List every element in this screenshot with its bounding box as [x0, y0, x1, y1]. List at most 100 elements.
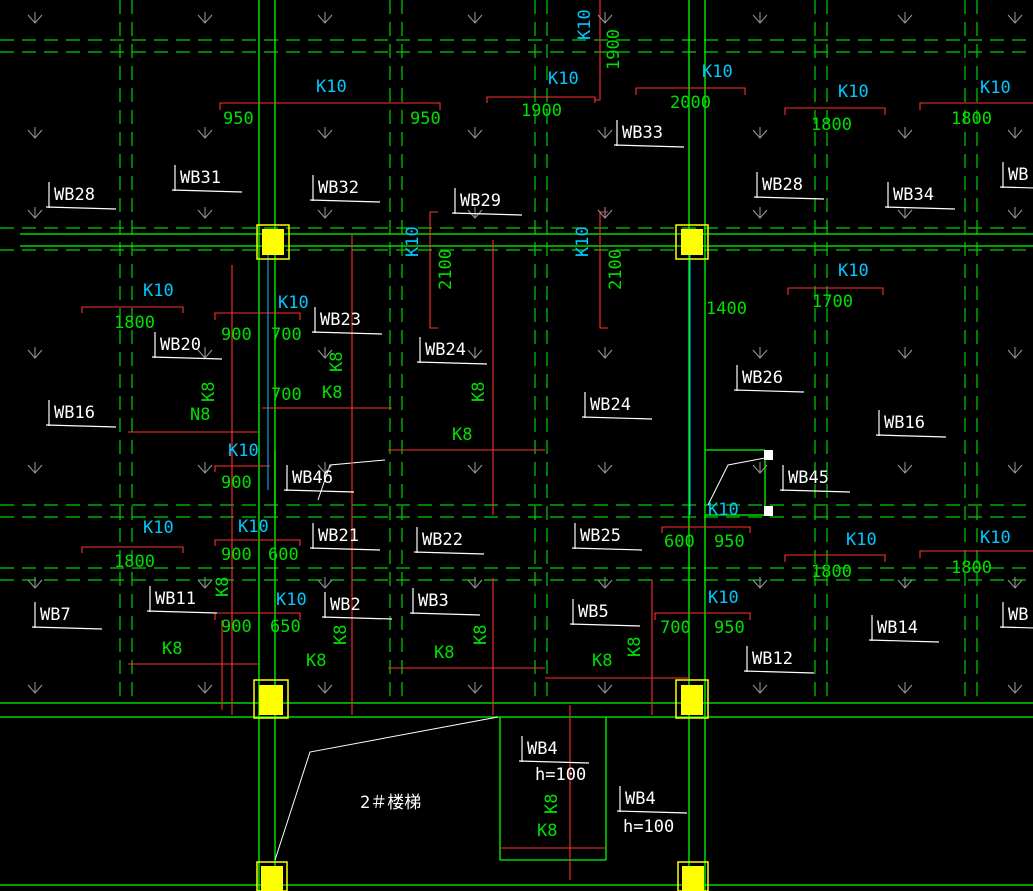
slab-label-mark: [45, 206, 117, 210]
slab-label: WB16: [884, 413, 925, 433]
rebar-label: K10: [238, 517, 269, 537]
rebar-label: K10: [702, 62, 733, 82]
slab-label-mark: [309, 547, 381, 551]
slab-label-mark: [875, 434, 947, 438]
dimension-value: 650: [270, 617, 301, 637]
rebar-label: K8: [592, 651, 612, 671]
slab-label: WB34: [893, 185, 934, 205]
stair-outline: [274, 457, 766, 861]
slab-thickness: h=100: [535, 765, 586, 785]
slab-label-mark: [779, 489, 851, 493]
arrow-marks: [27, 12, 1023, 694]
rebar-label: K10: [573, 226, 593, 257]
rebar-label: K10: [575, 9, 595, 40]
rebar-label: K8: [452, 425, 472, 445]
column: [681, 229, 703, 255]
slab-label-mark: [311, 331, 383, 335]
rebar-label: K10: [980, 78, 1011, 98]
slab-label-mark: [743, 670, 815, 674]
dimension-value: 1800: [114, 313, 155, 333]
slab-label-mark: [146, 610, 218, 614]
rebar-label: K10: [708, 588, 739, 608]
slab-label: WB26: [742, 368, 783, 388]
slab-label: WB21: [318, 526, 359, 546]
slab-label: WB20: [160, 335, 201, 355]
dimension-value: 950: [223, 109, 254, 129]
rebar-bottom-labels: K8 K8 K8 K8 K8 K8 K8 K8 K8 K8 K8 K8 K8 K…: [162, 352, 645, 841]
slab-label-mark: [321, 616, 393, 620]
slab-thickness: h=100: [623, 817, 674, 837]
dimension-value: 1800: [951, 109, 992, 129]
dimension-value: 1800: [114, 552, 155, 572]
slab-label-mark: [884, 206, 956, 210]
slab-label: WB32: [318, 178, 359, 198]
dimension-value: 1800: [811, 562, 852, 582]
slab-label-mark: [283, 489, 355, 493]
dimension-value: 950: [410, 109, 441, 129]
slab-label-marks: [31, 120, 1033, 814]
column: [675, 679, 709, 719]
rebar-label: N8: [190, 405, 210, 425]
rebar-label: K8: [434, 643, 454, 663]
slab-label: WB4: [625, 789, 656, 809]
slab-label-mark: [413, 551, 485, 555]
column: [253, 679, 289, 719]
slab-label-mark: [31, 626, 103, 630]
rebar-label: K8: [213, 577, 233, 597]
rebar-label: K8: [542, 794, 562, 814]
dimension-lines: [81, 0, 1033, 880]
slab-label: WB28: [54, 185, 95, 205]
slab-label: WB29: [460, 191, 501, 211]
rebar-label: K8: [327, 352, 347, 372]
slab-label-mark: [171, 189, 243, 193]
slab-label-mark: [753, 196, 825, 200]
slab-label: WB7: [40, 605, 71, 625]
dimension-value: 900: [221, 473, 252, 493]
rebar-label: K10: [838, 261, 869, 281]
rebar-label: K8: [162, 639, 182, 659]
grid-lines: [0, 0, 1033, 700]
slab-label: WB4: [527, 739, 558, 759]
slab-label-mark: [569, 623, 641, 627]
slab-label: WB3: [418, 591, 449, 611]
column: [256, 224, 290, 260]
slab-label: WB24: [425, 340, 466, 360]
slab-label: WB31: [180, 168, 221, 188]
rebar-label: K10: [276, 590, 307, 610]
dimension-value: 2100: [606, 249, 626, 290]
slab-label-mark: [451, 212, 523, 216]
column: [682, 866, 704, 891]
dimension-value: 900: [221, 325, 252, 345]
slab-label-mark: [571, 547, 643, 551]
dimension-value: 1800: [811, 115, 852, 135]
dimension-value: 900: [221, 545, 252, 565]
slab-label-mark: [868, 639, 940, 643]
dimension-value: 2100: [436, 249, 456, 290]
slab-label: WB33: [622, 123, 663, 143]
columns: [253, 224, 773, 891]
dimension-value: 2000: [670, 93, 711, 113]
rebar-label: K10: [143, 281, 174, 301]
slab-label: WB5: [578, 602, 609, 622]
rebar-label: K10: [548, 69, 579, 89]
dimension-value: 950: [714, 532, 745, 552]
column: [262, 229, 284, 255]
slab-label: WB45: [788, 468, 829, 488]
slab-label: WB: [1008, 605, 1028, 625]
slab-label-mark: [518, 760, 590, 764]
dimension-value: 600: [268, 545, 299, 565]
slab-label: WB24: [590, 395, 631, 415]
rebar-label: K10: [846, 530, 877, 550]
column: [677, 861, 709, 891]
rebar-label: K8: [469, 382, 489, 402]
rebar-label: K8: [199, 382, 219, 402]
column: [261, 866, 283, 891]
rebar-label: K8: [471, 625, 491, 645]
slab-label: WB16: [54, 403, 95, 423]
slab-label: WB28: [762, 175, 803, 195]
column: [675, 224, 709, 260]
column: [256, 861, 288, 891]
dimension-value: 700: [271, 325, 302, 345]
slab-label-mark: [613, 144, 685, 148]
